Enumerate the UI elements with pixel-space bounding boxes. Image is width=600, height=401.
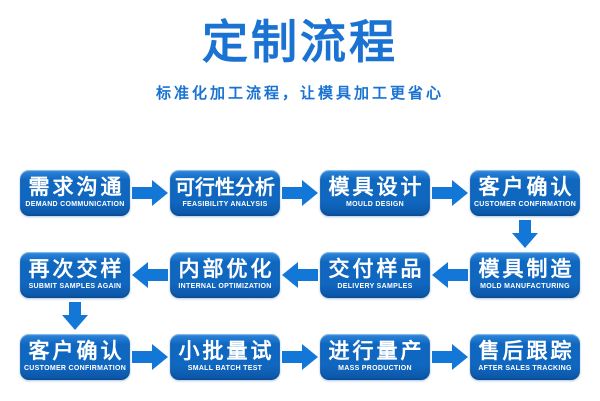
step-label-zh: 需求沟通 — [28, 176, 125, 200]
step-label-zh: 交付样品 — [328, 258, 425, 282]
flow-row-3: 客户确认 CUSTOMER CONFIRMATION 小批量试 SMALL BA… — [20, 333, 580, 380]
flow-connector-2 — [20, 298, 580, 334]
flow-step-customer-confirmation-1: 客户确认 CUSTOMER CONFIRMATION — [470, 169, 580, 216]
step-label-zh: 再次交样 — [28, 258, 125, 282]
step-label-en: MOLD MANUFACTURING — [480, 283, 570, 291]
step-label-en: CUSTOMER CONFIRMATION — [473, 201, 577, 209]
flow-row-2: 再次交样 SUBMIT SAMPLES AGAIN 内部优化 INTERNAL … — [20, 251, 580, 298]
arrow-right-icon — [432, 179, 468, 206]
step-label-en: INTERNAL OPTIMIZATION — [178, 283, 272, 291]
flow-step-internal-optimization: 内部优化 INTERNAL OPTIMIZATION — [170, 251, 280, 298]
step-label-zh: 模具设计 — [328, 176, 425, 200]
step-label-en: DEMAND COMMUNICATION — [25, 201, 125, 209]
flow-row-1: 需求沟通 DEMAND COMMUNICATION 可行性分析 FEASIBIL… — [20, 169, 580, 216]
arrow-right-icon — [132, 343, 168, 370]
arrow-right-icon — [132, 179, 168, 206]
process-flowchart: 需求沟通 DEMAND COMMUNICATION 可行性分析 FEASIBIL… — [20, 169, 580, 380]
step-label-en: AFTER SALES TRACKING — [478, 365, 572, 373]
step-label-zh: 小批量试 — [178, 340, 275, 364]
flow-step-submit-samples-again: 再次交样 SUBMIT SAMPLES AGAIN — [20, 251, 130, 298]
step-label-en: FEASIBILITY ANALYSIS — [182, 200, 268, 208]
arrow-down-icon — [62, 301, 88, 330]
arrow-left-icon — [432, 261, 468, 288]
flow-step-customer-confirmation-2: 客户确认 CUSTOMER CONFIRMATION — [20, 333, 130, 380]
arrow-left-icon — [282, 261, 318, 288]
flow-step-mould-design: 模具设计 MOULD DESIGN — [320, 169, 430, 216]
arrow-down-icon — [512, 219, 538, 248]
arrow-right-icon — [282, 179, 318, 206]
flow-step-after-sales-tracking: 售后跟踪 AFTER SALES TRACKING — [470, 333, 580, 380]
step-label-zh: 售后跟踪 — [478, 340, 575, 364]
flow-step-demand-communication: 需求沟通 DEMAND COMMUNICATION — [20, 169, 130, 216]
step-label-en: CUSTOMER CONFIRMATION — [23, 365, 127, 373]
step-label-en: MOULD DESIGN — [345, 201, 405, 209]
step-label-en: MASS PRODUCTION — [338, 365, 412, 373]
step-label-en: SMALL BATCH TEST — [187, 365, 263, 373]
arrow-right-icon — [432, 343, 468, 370]
flow-connector-1 — [20, 216, 580, 252]
flow-step-mass-production: 进行量产 MASS PRODUCTION — [320, 333, 430, 380]
flow-step-delivery-samples: 交付样品 DELIVERY SAMPLES — [320, 251, 430, 298]
step-label-zh: 客户确认 — [478, 176, 575, 200]
step-label-zh: 进行量产 — [328, 340, 425, 364]
step-label-zh: 可行性分析 — [175, 176, 275, 199]
step-label-zh: 模具制造 — [478, 258, 575, 282]
step-label-zh: 内部优化 — [178, 258, 275, 282]
arrow-right-icon — [282, 343, 318, 370]
step-label-en: DELIVERY SAMPLES — [337, 283, 413, 291]
page-title: 定制流程 — [202, 16, 398, 68]
flow-step-feasibility-analysis: 可行性分析 FEASIBILITY ANALYSIS — [170, 169, 280, 216]
arrow-left-icon — [132, 261, 168, 288]
flow-step-small-batch-test: 小批量试 SMALL BATCH TEST — [170, 333, 280, 380]
flow-step-mold-manufacturing: 模具制造 MOLD MANUFACTURING — [470, 251, 580, 298]
step-label-en: SUBMIT SAMPLES AGAIN — [28, 283, 122, 291]
page-subtitle: 标准化加工流程，让模具加工更省心 — [155, 84, 444, 102]
step-label-zh: 客户确认 — [28, 340, 125, 364]
